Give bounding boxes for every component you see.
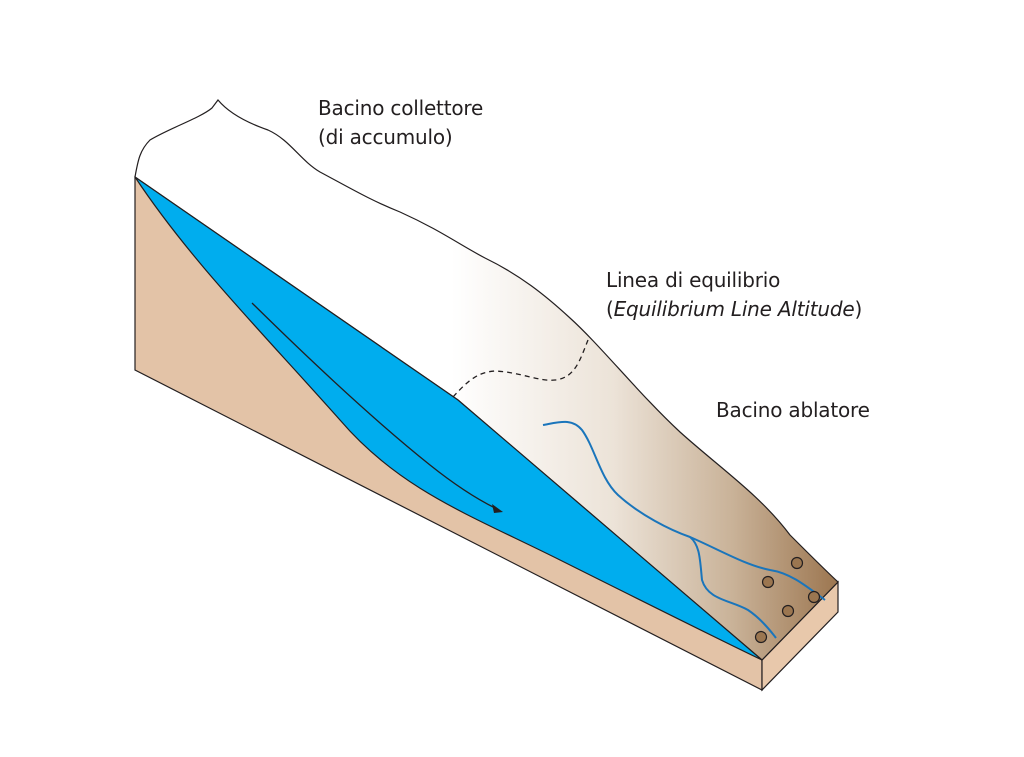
- glacier-surface: [134, 99, 839, 661]
- meltwater-stream-main: [542, 420, 826, 601]
- boulder-icon: [761, 575, 775, 589]
- ablation-zone-label: Bacino ablatore: [716, 396, 870, 425]
- equilibrium-label-line1: Linea di equilibrio: [606, 268, 781, 292]
- accumulation-label-line2: (di accumulo): [318, 125, 453, 149]
- boulder-icon: [754, 630, 768, 644]
- boulder-icon: [790, 556, 804, 570]
- accumulation-label-line1: Bacino collettore: [318, 96, 484, 120]
- paren-open: (: [606, 297, 614, 321]
- boulder-icon: [781, 604, 795, 618]
- ice-flow-arrow: [251, 302, 496, 509]
- meltwater-stream-branch: [689, 536, 777, 639]
- arrowhead-icon: [492, 504, 503, 513]
- glacier-ice-body: [134, 176, 763, 661]
- boulders: [754, 556, 821, 644]
- boulder-icon: [807, 590, 821, 604]
- ablation-label-line1: Bacino ablatore: [716, 398, 870, 422]
- equilibrium-line-label: Linea di equilibrio (Equilibrium Line Al…: [606, 266, 862, 324]
- accumulation-zone-label: Bacino collettore (di accumulo): [318, 94, 483, 152]
- paren-close: ): [854, 297, 863, 321]
- equilibrium-line: [452, 339, 589, 398]
- equilibrium-label-line2: (Equilibrium Line Altitude): [606, 295, 862, 324]
- ela-italic-text: Equilibrium Line Altitude: [613, 297, 855, 321]
